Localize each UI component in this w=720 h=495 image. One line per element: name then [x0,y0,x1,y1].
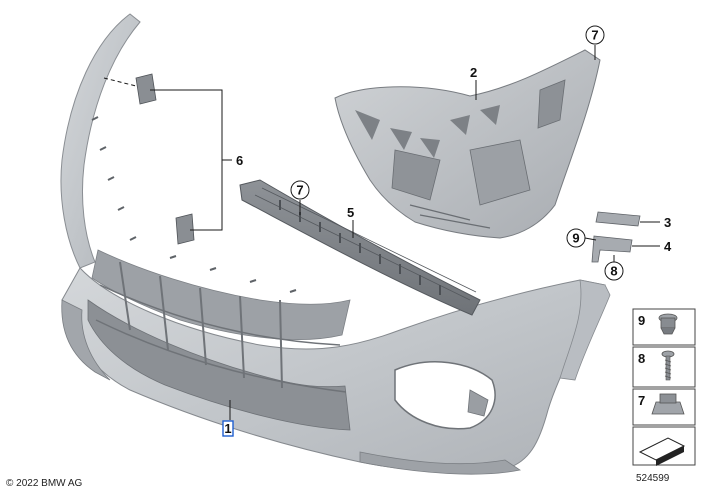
document-number: 524599 [636,473,670,484]
bracket-pieces [584,211,660,263]
callout-1: 1 [222,420,234,437]
nut-icon [658,313,678,335]
callout-7-strip: 7 [290,180,310,200]
screw-icon [661,350,675,381]
callout-9: 9 [566,228,586,248]
mounting-bracket [334,49,601,239]
copyright-notice: © 2022 BMW AG [6,478,83,489]
hardware-legend: 9 8 7 524599 [632,308,696,484]
label-part-2: 2 [470,65,477,80]
callout-8: 8 [604,261,624,281]
svg-text:7: 7 [296,183,303,198]
label-part-5: 5 [347,205,354,220]
svg-text:7: 7 [591,28,598,43]
legend-9-number: 9 [638,313,645,328]
label-part-3: 3 [664,215,671,230]
svg-text:1: 1 [224,421,231,436]
legend-8-number: 8 [638,351,645,366]
scale-arrow-icon [638,437,686,466]
label-part-6: 6 [236,153,243,168]
holder-clips [103,73,232,245]
bumper-trim-panel [60,13,611,475]
svg-text:9: 9 [572,231,579,246]
callout-7-bracket: 7 [585,25,605,45]
part-labels: 2 5 6 3 4 7 7 9 8 1 [222,25,672,437]
legend-7-number: 7 [638,393,645,408]
leader-lines [229,45,596,420]
clip-nut-icon [651,393,685,415]
svg-text:8: 8 [610,264,617,279]
label-part-4: 4 [664,239,672,254]
